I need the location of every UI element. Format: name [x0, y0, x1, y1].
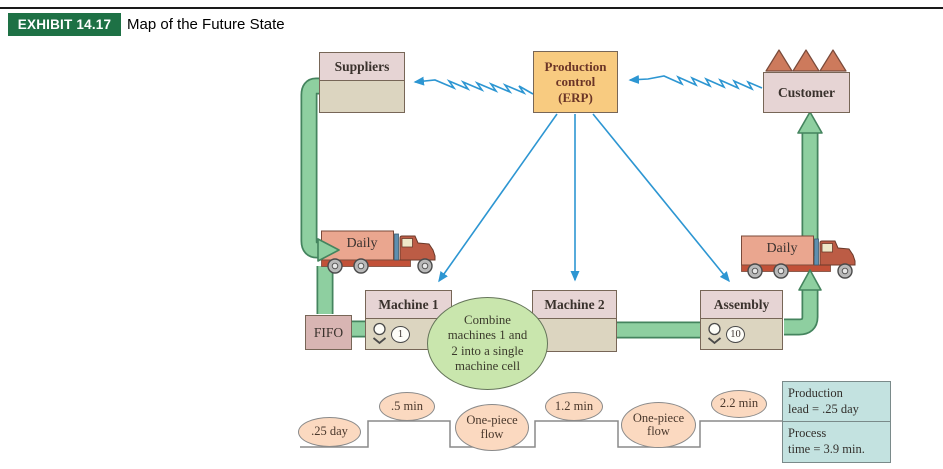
truck-wheels — [747, 263, 853, 279]
factory-roof-icon — [765, 49, 847, 72]
timeline-step-line — [300, 420, 783, 448]
production-lead-value: Production lead = .25 day — [783, 382, 890, 422]
machine1-label: Machine 1 — [366, 291, 451, 319]
schedule-arrows — [438, 113, 730, 283]
timeline-oval-assembly-time: 2.2 min — [711, 390, 767, 418]
top-rule — [0, 7, 943, 9]
truck-icon — [741, 235, 856, 279]
machine2-label: Machine 2 — [533, 291, 616, 319]
material-flow-arrowheads — [317, 111, 823, 291]
kaizen-burst-note: Combine machines 1 and 2 into a single m… — [427, 297, 548, 390]
machine1-body: 1 — [366, 319, 451, 349]
timeline-summary-box: Production lead = .25 day Process time =… — [782, 381, 891, 463]
suppliers-label: Suppliers — [320, 53, 404, 81]
operator-icon — [372, 322, 387, 345]
zigzag-customer-to-erp — [628, 75, 763, 91]
zigzag-erp-to-suppliers — [413, 76, 534, 95]
shipment-frequency-right: Daily — [766, 241, 798, 256]
operator-icon — [707, 322, 722, 345]
assembly-label: Assembly — [701, 291, 782, 319]
operator-count-badge: 10 — [726, 325, 745, 343]
operator-count-badge: 1 — [391, 325, 410, 343]
electronic-info-arrows — [413, 75, 763, 95]
process-time-value: Process time = 3.9 min. — [788, 426, 865, 456]
timeline-oval-machine2-time: 1.2 min — [545, 392, 603, 421]
suppliers-body — [320, 81, 404, 112]
timeline-oval-one-piece-flow: One-piece flow — [455, 404, 529, 451]
fifo-lane-box: FIFO — [305, 315, 352, 350]
timeline-oval-machine1-time: .5 min — [379, 392, 435, 421]
timeline-oval-lead: .25 day — [298, 417, 361, 447]
customer-box: Customer — [763, 72, 850, 113]
material-flow-green-arrows — [300, 77, 819, 339]
timeline-oval-one-piece-flow: One-piece flow — [621, 402, 696, 448]
assembly-box: Assembly 10 — [700, 290, 783, 350]
figure-title: Map of the Future State — [127, 16, 285, 33]
truck-icon — [321, 230, 436, 274]
assembly-body: 10 — [701, 319, 782, 349]
truck-wheels — [327, 258, 433, 274]
shipment-frequency-left: Daily — [346, 236, 378, 251]
exhibit-badge: EXHIBIT 14.17 — [8, 13, 121, 36]
production-control-box: Production control (ERP) — [533, 51, 618, 113]
suppliers-box: Suppliers — [319, 52, 405, 113]
